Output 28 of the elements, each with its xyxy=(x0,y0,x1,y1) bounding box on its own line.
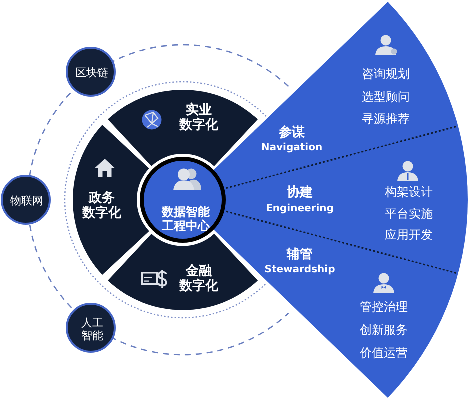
service-item: 价值运营 xyxy=(360,347,408,361)
topic-label: 区块链 xyxy=(76,68,110,80)
service-item: 寻源推荐 xyxy=(362,113,410,127)
section-subtitle: Stewardship xyxy=(264,264,336,276)
service-item: 咨询规划 xyxy=(362,68,410,82)
section-subtitle: Navigation xyxy=(261,142,323,154)
section-title: 辅管 xyxy=(287,248,313,264)
topic-circle xyxy=(66,303,116,353)
service-item: 应用开发 xyxy=(385,229,433,243)
ring-segment xyxy=(73,124,150,275)
service-item: 管控治理 xyxy=(360,301,408,315)
segment-label: 实业数字化 xyxy=(180,104,220,134)
topic-label: 人工智能 xyxy=(81,317,104,343)
topic-label: 物联网 xyxy=(10,196,45,208)
ring-segment xyxy=(108,90,258,166)
service-item: 平台实施 xyxy=(385,208,433,222)
segment-label: 金融数字化 xyxy=(180,265,220,295)
topic-circle xyxy=(66,47,116,97)
segment-label: 政务数字化 xyxy=(82,192,123,222)
service-item: 选型顾问 xyxy=(362,91,410,105)
service-item: 创新服务 xyxy=(360,324,408,338)
service-item: 构架设计 xyxy=(385,186,433,200)
ring-segment xyxy=(108,234,258,310)
section-title: 协建 xyxy=(287,186,313,202)
topic-circle xyxy=(1,175,51,225)
section-subtitle: Engineering xyxy=(266,203,334,215)
hub-title: 数据智能工程中心 xyxy=(162,206,212,234)
section-title: 参谋 xyxy=(279,126,305,142)
